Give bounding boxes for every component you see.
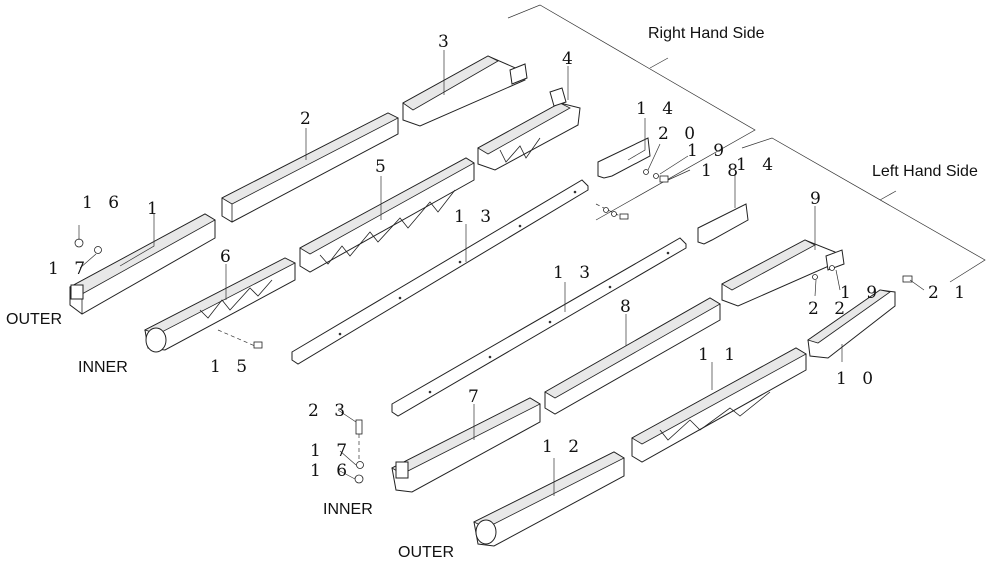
fastener-22-washer [812, 274, 818, 280]
part-2-rail [221, 112, 399, 223]
callout-12: 1 2 [542, 437, 584, 457]
fastener-23-bolt [355, 419, 363, 460]
callout-22: 2 2 [808, 299, 850, 319]
fastener-19-washer-bottom [829, 265, 835, 271]
callout-19-bottom: 1 9 [840, 283, 882, 303]
part-8-rail [544, 297, 721, 415]
part-13-upper-plate [291, 179, 589, 365]
callout-7: 7 [468, 387, 484, 407]
left-hand-side-label: Left Hand Side [872, 163, 978, 180]
inner-label-top: INNER [78, 359, 128, 376]
callout-21: 2 1 [928, 283, 970, 303]
fastener-16-nut-bottom [354, 474, 364, 484]
callout-13-lower: 1 3 [553, 263, 595, 283]
leader-lines [78, 50, 925, 496]
callout-4: 4 [562, 49, 578, 69]
fastener-19-washer-top [653, 173, 659, 179]
callout-17-bottom: 1 7 [310, 441, 352, 461]
fastener-17-washer-top [94, 246, 102, 254]
part-12-outer-rail [473, 451, 625, 547]
right-side-bracket-tick [649, 57, 669, 69]
callout-16-top: 1 6 [82, 193, 124, 213]
callout-19-top: 1 9 [687, 141, 729, 161]
callout-8: 8 [620, 297, 636, 317]
part-7-inner-rail [391, 397, 541, 493]
callout-15: 1 5 [210, 357, 252, 377]
callout-20: 2 0 [658, 124, 700, 144]
callout-6: 6 [220, 247, 236, 267]
callout-18: 1 8 [701, 161, 743, 181]
part-6-inner-rail [143, 257, 296, 353]
callout-9: 9 [810, 189, 826, 209]
fastener-16-nut-top [74, 238, 84, 248]
callout-1: 1 [147, 199, 163, 219]
fastener-15-bolt [217, 329, 263, 349]
fastener-18-bolt [659, 175, 669, 183]
callout-17-top: 1 7 [48, 259, 90, 279]
fastener-20-washer [643, 169, 649, 175]
callout-16-bottom: 1 6 [310, 461, 352, 481]
part-9-bracket-rail [721, 239, 845, 307]
part-4-angled-bracket [477, 87, 581, 171]
part-3-bracket-rail [402, 55, 528, 127]
callout-2: 2 [300, 109, 316, 129]
inner-label-bottom: INNER [323, 501, 373, 518]
callout-11: 1 1 [698, 345, 740, 365]
callout-3: 3 [438, 32, 454, 52]
right-hand-side-label: Right Hand Side [648, 25, 765, 42]
callout-14-lower: 1 4 [736, 155, 778, 175]
fastener-21-bolt [902, 275, 913, 283]
part-5-support-rail [299, 157, 475, 273]
part-10-bracket [807, 289, 896, 359]
callout-10: 1 0 [836, 369, 878, 389]
outer-label-top: OUTER [6, 311, 62, 328]
fasteners-plate-upper [595, 203, 629, 220]
part-14-lower-plate [697, 203, 749, 245]
left-side-bracket-tick [879, 190, 897, 201]
callout-23: 2 3 [308, 401, 350, 421]
left-side-bracket [741, 137, 986, 283]
right-side-bracket [507, 4, 756, 221]
callout-5: 5 [375, 157, 391, 177]
part-11-support-rail [631, 347, 807, 463]
callout-13-upper: 1 3 [454, 207, 496, 227]
outer-label-bottom: OUTER [398, 544, 454, 561]
part-13-lower-plate [391, 237, 687, 417]
part-14-upper-plate [597, 137, 651, 179]
part-1-outer-rail [69, 213, 216, 315]
callout-14-upper: 1 4 [636, 99, 678, 119]
fastener-17-washer-bottom [356, 461, 364, 469]
